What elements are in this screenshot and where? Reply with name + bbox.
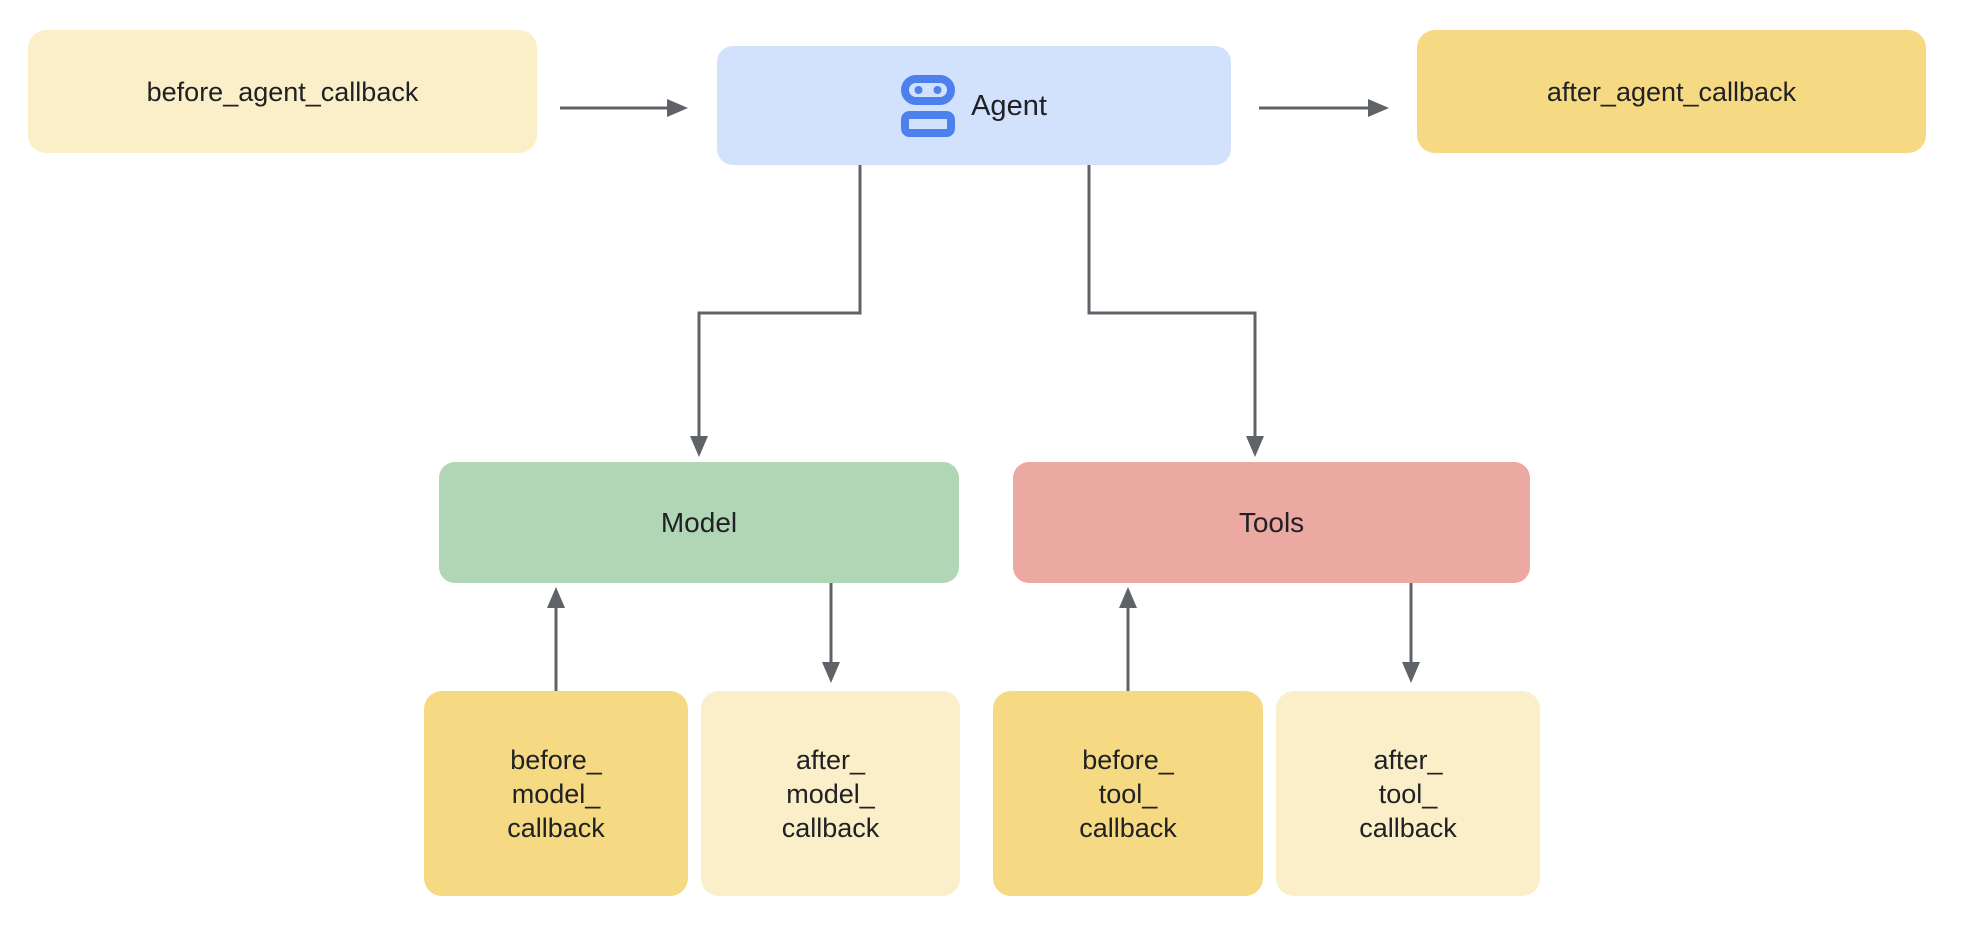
- node-label: Tools: [1238, 506, 1305, 538]
- node-before-agent-callback: before_agent_callback: [28, 30, 537, 153]
- node-label: after_model_callback: [781, 744, 880, 843]
- node-label: Model: [660, 506, 738, 538]
- node-before-tool-callback: before_tool_callback: [993, 691, 1263, 896]
- node-model: Model: [439, 462, 959, 583]
- edge-agent-to-model: [690, 165, 862, 457]
- node-before-model-callback: before_model_callback: [424, 691, 688, 896]
- node-after-tool-callback: after_tool_callback: [1276, 691, 1540, 896]
- node-label: before_model_callback: [507, 744, 605, 843]
- edge-agent-to-tools: [1087, 165, 1264, 457]
- node-label: before_tool_callback: [1079, 744, 1177, 843]
- node-label: after_agent_callback: [1546, 76, 1797, 107]
- node-agent: Agent: [717, 46, 1231, 165]
- node-label: Agent: [971, 89, 1047, 122]
- node-label: after_tool_callback: [1359, 744, 1457, 843]
- robot-icon: [901, 74, 956, 137]
- node-after-agent-callback: after_agent_callback: [1417, 30, 1926, 153]
- node-tools: Tools: [1013, 462, 1530, 583]
- node-label: before_agent_callback: [146, 76, 419, 107]
- node-after-model-callback: after_model_callback: [701, 691, 960, 896]
